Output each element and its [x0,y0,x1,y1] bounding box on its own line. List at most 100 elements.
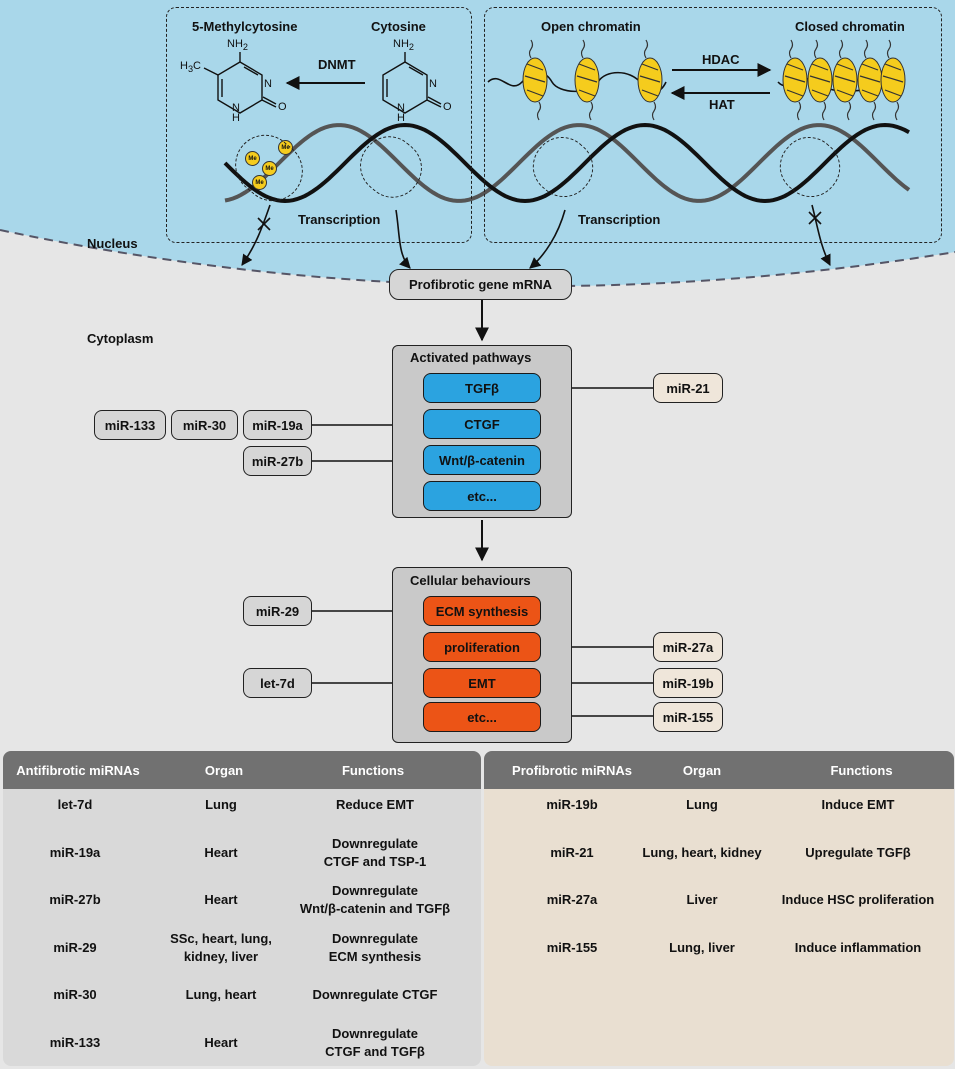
methyl-mark: Me [252,175,267,190]
header-cell: Functions [830,763,893,778]
cytoplasm-label: Cytoplasm [87,331,154,346]
profibrotic-table-body [484,789,954,1066]
transcription-arrow-left [395,209,411,269]
n-label: N [264,78,272,90]
methylcytosine-structure [203,52,277,114]
mirna-pill: miR-21 [653,373,723,403]
mirna-cell: let-7d [57,797,93,812]
blocked-transcription-arrow-right [811,204,831,267]
o-label: O [443,101,452,113]
behaviour-emt: EMT [423,668,541,698]
dna-wrap [859,63,881,97]
dna-wrap [809,63,831,97]
profibrotic-table-header: Profibrotic miRNAs Organ Functions [484,751,954,789]
dna-wrap [784,63,806,97]
mirna-cell: miR-155 [546,939,598,955]
function-cell: Upregulate TGFβ [805,844,911,860]
o-label: O [278,101,287,113]
histone-tail [813,39,827,121]
cytosine-structure [382,52,442,114]
header-cell: Profibrotic miRNAs [512,763,632,778]
behaviour-proliferation: proliferation [423,632,541,662]
mirna-cell: miR-30 [53,987,97,1002]
mirna-pill: miR-30 [171,410,238,440]
header-cell: Functions [341,763,405,778]
methyl-mark: Me [262,161,277,176]
organ-cell: Heart [204,892,238,907]
function-cell: Induce EMT [821,797,895,812]
mirna-pill: miR-27a [653,632,723,662]
methyl-label: H3C [180,60,201,75]
nucleus-region [0,0,955,287]
mirna-cell: miR-133 [49,1034,101,1050]
mirna-cell: miR-27a [546,892,598,907]
mirna-pill: miR-19b [653,668,723,698]
dna-wrap [882,63,904,97]
histone-tail [838,39,852,121]
chromatin-panel [484,7,942,243]
antifibrotic-table-header: Antifibrotic miRNAs Organ Functions [3,751,481,789]
mirna-pill: miR-155 [653,702,723,732]
nucleus-label: Nucleus [87,236,138,251]
transcription-label-left: Transcription [298,212,381,227]
organ-cell: Lung, liver [669,939,735,955]
dna-wrap [834,63,856,97]
nh2-label: NH2 [393,38,414,53]
organ-cell: Heart [204,1034,238,1050]
n-label: N [397,102,405,114]
dna-wrap [524,63,546,97]
nh-label: H [232,112,240,124]
mirna-pill: let-7d [243,668,312,698]
hat-label: HAT [709,97,735,112]
blocked-transcription-arrow-left [241,204,271,266]
histone-tail [580,39,594,121]
antifibrotic-table-body [3,789,481,1066]
mirna-cell: miR-19b [546,797,598,812]
nh-label: H [397,112,405,124]
mirna-pill: miR-133 [94,410,166,440]
n-label: N [429,78,437,90]
behaviour-etc: etc... [423,702,541,732]
pathway-tgfb: TGFβ [423,373,541,403]
organ-cell: Heart [204,844,238,860]
n-label: N [232,102,240,114]
function-cell: Induce inflammation [794,939,922,955]
hdac-label: HDAC [702,52,740,67]
mirna-cell: miR-29 [53,939,97,955]
pathway-ctgf: CTGF [423,409,541,439]
organ-cell: Liver [686,892,718,907]
dna-wrap [576,63,598,97]
mirna-pill: miR-19a [243,410,312,440]
organ-cell: Lung [205,797,237,812]
organ-cell: SSc, heart, lung,kidney, liver [170,930,272,964]
function-cell: Induce HSC proliferation [781,892,935,907]
header-cell: Organ [204,763,244,778]
dnmt-label: DNMT [318,57,356,72]
dna-strand [224,123,911,203]
methyl-mark: Me [278,140,293,155]
dna-wrap [639,63,661,97]
mrna-box: Profibrotic gene mRNA [389,269,572,300]
pathway-wnt: Wnt/β-catenin [423,445,541,475]
mirna-pill: miR-29 [243,596,312,626]
dna-strand [223,122,910,204]
header-cell: Antifibrotic miRNAs [16,763,140,778]
mirna-cell: miR-27b [49,892,101,907]
mirna-cell: miR-19a [49,844,101,860]
histone-tail [528,39,542,121]
nh2-label: NH2 [227,38,248,53]
function-cell: Reduce EMT [335,797,414,812]
open-chromatin-label: Open chromatin [541,19,641,34]
methyl-mark: Me [245,151,260,166]
function-cell: Downregulate CTGF [312,987,438,1002]
nucleosomes [487,39,906,121]
histone-tail [886,39,900,121]
histone-tail [788,39,802,121]
dna-helix [223,122,911,204]
organ-cell: Lung, heart, kidney [642,844,762,860]
cellular-behaviours-title: Cellular behaviours [410,573,531,588]
histone-tail [643,39,657,121]
